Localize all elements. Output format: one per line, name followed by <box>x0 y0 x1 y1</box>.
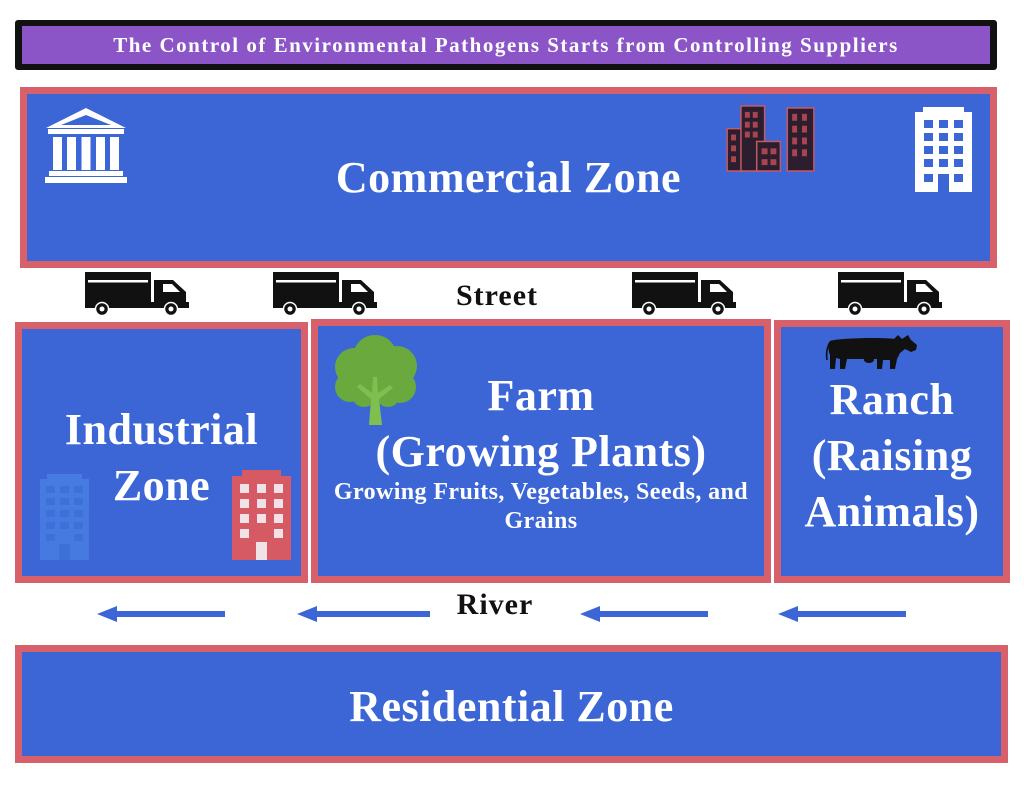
farm-title: Farm <box>487 371 595 420</box>
industrial-zone-label: Industrial Zone <box>22 402 301 514</box>
farm-description-line: Growing Fruits, Vegetables, Seeds, and <box>333 479 749 505</box>
residential-zone-label: Residential Zone <box>349 682 674 731</box>
truck-icon <box>632 272 737 316</box>
farm-description-line: Grains <box>504 508 578 534</box>
street-label: Street <box>455 279 539 312</box>
bank-building-icon <box>45 108 127 183</box>
factory-building-icon <box>37 474 92 560</box>
city-buildings-icon <box>726 105 815 172</box>
industrial-zone-label-line: Industrial <box>64 405 259 454</box>
diagram-title: The Control of Environmental Pathogens S… <box>113 33 899 57</box>
office-building-icon <box>915 107 972 192</box>
river-label: River <box>456 588 534 621</box>
arrow-left-icon <box>297 606 430 622</box>
truck-icon <box>838 272 943 316</box>
title-banner: The Control of Environmental Pathogens S… <box>15 20 997 70</box>
arrow-left-icon <box>97 606 225 622</box>
truck-icon <box>85 272 190 316</box>
farm-description: Growing Fruits, Vegetables, Seeds, and G… <box>318 478 764 536</box>
truck-icon <box>273 272 378 316</box>
tree-icon <box>330 333 420 425</box>
commercial-zone-label: Commercial Zone <box>335 153 682 202</box>
ranch-label-line: (Raising <box>811 431 973 480</box>
industrial-zone: Industrial Zone <box>15 322 308 583</box>
arrow-left-icon <box>778 606 906 622</box>
ranch-label-line: Ranch <box>829 375 955 424</box>
ranch-label-line: Animals) <box>804 487 980 536</box>
apartment-building-icon <box>232 470 291 560</box>
arrow-left-icon <box>580 606 708 622</box>
farm-subtitle: (Growing Plants) <box>375 427 707 476</box>
industrial-zone-label-line: Zone <box>112 461 211 510</box>
farm-title-block: Farm (Growing Plants) <box>318 368 764 480</box>
cow-icon <box>825 333 918 370</box>
farm-zone: Farm (Growing Plants) Growing Fruits, Ve… <box>311 319 771 583</box>
ranch-zone: Ranch (Raising Animals) <box>774 320 1010 583</box>
commercial-zone: Commercial Zone <box>20 87 997 268</box>
ranch-label: Ranch (Raising Animals) <box>781 372 1003 540</box>
residential-zone: Residential Zone <box>15 645 1008 763</box>
